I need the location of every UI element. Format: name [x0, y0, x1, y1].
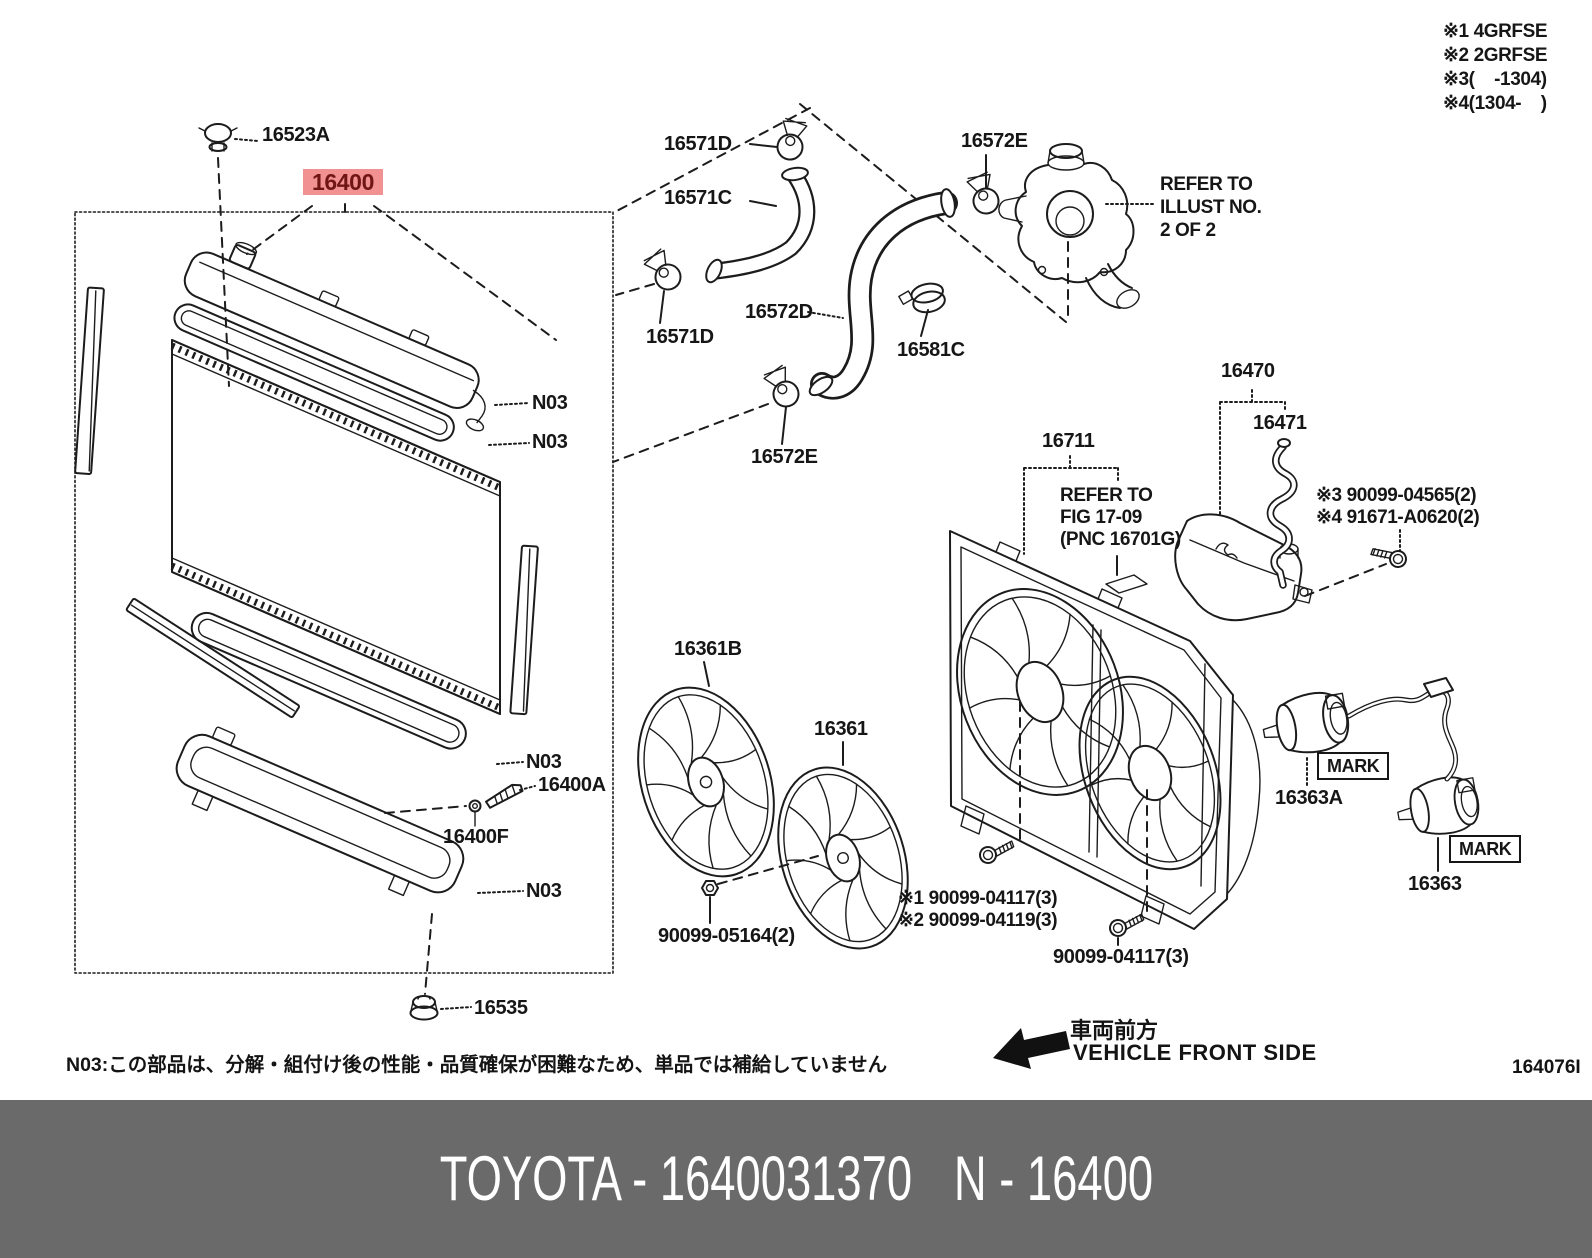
- label-16523a: 16523A: [262, 124, 330, 146]
- upper-gasket-drawing: [173, 303, 455, 442]
- supply-note: N03:この部品は、分解・組付け後の性能・品質確保が困難なため、単品では補給して…: [66, 1054, 888, 1076]
- drain-cock-drawing: [485, 783, 524, 809]
- label-16711: 16711: [1042, 430, 1095, 452]
- side-seal-lower-drawing: [125, 597, 300, 719]
- vehicle-front-arrow-icon: [993, 1028, 1070, 1069]
- label-note4: ※4 91671-A0620(2): [1316, 507, 1480, 528]
- screw-clamp-icon-16581c: [898, 282, 946, 314]
- oring-drawing: [468, 799, 482, 827]
- label-90099-04117: 90099-04117(3): [1053, 946, 1189, 968]
- reserve-hose-drawing: [1266, 438, 1298, 589]
- solid-leader-lines: [344, 143, 1439, 946]
- diagram-line-art: [74, 103, 1484, 1021]
- label-16470: 16470: [1221, 360, 1275, 382]
- label-16571d-lower: 16571D: [646, 326, 714, 348]
- label-n03-3: N03: [526, 751, 562, 773]
- diagram-code: 164076I: [1512, 1057, 1581, 1078]
- label-16535: 16535: [474, 997, 528, 1019]
- label-16400-highlight: 16400: [303, 169, 383, 195]
- lower-gasket-drawing: [190, 611, 467, 750]
- side-seal-left-drawing: [74, 286, 105, 475]
- label-note3: ※3 90099-04565(2): [1316, 485, 1477, 506]
- side-seal-right-drawing: [509, 544, 539, 716]
- construction-dashed-lines: [217, 103, 1387, 995]
- label-engine-notes: ※1 4GRFSE ※2 2GRFSE ※3( -1304) ※4(1304- …: [1443, 21, 1548, 114]
- footer-pnc: N - 16400: [953, 1144, 1153, 1214]
- label-16572d: 16572D: [745, 301, 813, 323]
- fan-shroud-drawing: [949, 530, 1261, 930]
- drain-plug-icon: [409, 995, 439, 1021]
- radiator-upper-tank-drawing: [183, 241, 486, 432]
- label-note1: ※1 90099-04117(3): [898, 888, 1058, 909]
- label-16571c: 16571C: [664, 187, 732, 209]
- label-note2: ※2 90099-04119(3): [898, 910, 1058, 931]
- label-16363: 16363: [1408, 873, 1462, 895]
- cooling-fan-16361-drawing: [777, 766, 909, 950]
- vehicle-front-label-jp: 車両前方: [1070, 1018, 1159, 1043]
- label-16471: 16471: [1253, 412, 1307, 434]
- label-16361: 16361: [814, 718, 868, 740]
- shroud-left-opening-drawing: [956, 588, 1124, 796]
- radiator-lower-tank-drawing: [175, 726, 465, 897]
- label-16361b: 16361B: [674, 638, 742, 660]
- mark-badge-1: MARK: [1317, 752, 1390, 780]
- dotted-leader-lines: [234, 138, 1401, 1010]
- label-16581c: 16581C: [897, 339, 965, 361]
- footer-banner: TOYOTA - 1640031370 N - 16400: [0, 1100, 1592, 1258]
- label-16400a: 16400A: [538, 774, 606, 796]
- cooling-fan-16361b-drawing: [637, 686, 775, 878]
- label-16572e-upper: 16572E: [961, 130, 1028, 152]
- label-n03-2: N03: [532, 431, 568, 453]
- label-refer-illust: REFER TO ILLUST NO. 2 OF 2: [1160, 174, 1262, 241]
- label-90099-05164: 90099-05164(2): [658, 925, 795, 947]
- label-n03-1: N03: [532, 392, 568, 414]
- upper-radiator-hose-drawing: [705, 166, 816, 284]
- mark-badge-2: MARK: [1449, 835, 1522, 863]
- lower-radiator-hose-drawing: [808, 188, 958, 400]
- label-16363a: 16363A: [1275, 787, 1343, 809]
- radiator-cap-icon: [198, 123, 238, 152]
- vehicle-front-arrow-layer: [993, 1028, 1070, 1069]
- label-16400f: 16400F: [443, 826, 509, 848]
- water-outlet-housing-drawing: [998, 143, 1140, 309]
- radiator-core-drawing: [170, 339, 502, 715]
- label-16571d-upper: 16571D: [664, 133, 732, 155]
- label-16572e-lower: 16572E: [751, 446, 818, 468]
- motor-harness-drawing: [1346, 677, 1459, 782]
- shroud-right-opening-drawing: [1078, 675, 1222, 871]
- vehicle-front-label-en: VEHICLE FRONT SIDE: [1073, 1040, 1317, 1065]
- label-n03-4: N03: [526, 880, 562, 902]
- footer-part-number: TOYOTA - 1640031370: [439, 1144, 912, 1214]
- label-refer-fig: REFER TO FIG 17-09 (PNC 16701G): [1060, 485, 1181, 550]
